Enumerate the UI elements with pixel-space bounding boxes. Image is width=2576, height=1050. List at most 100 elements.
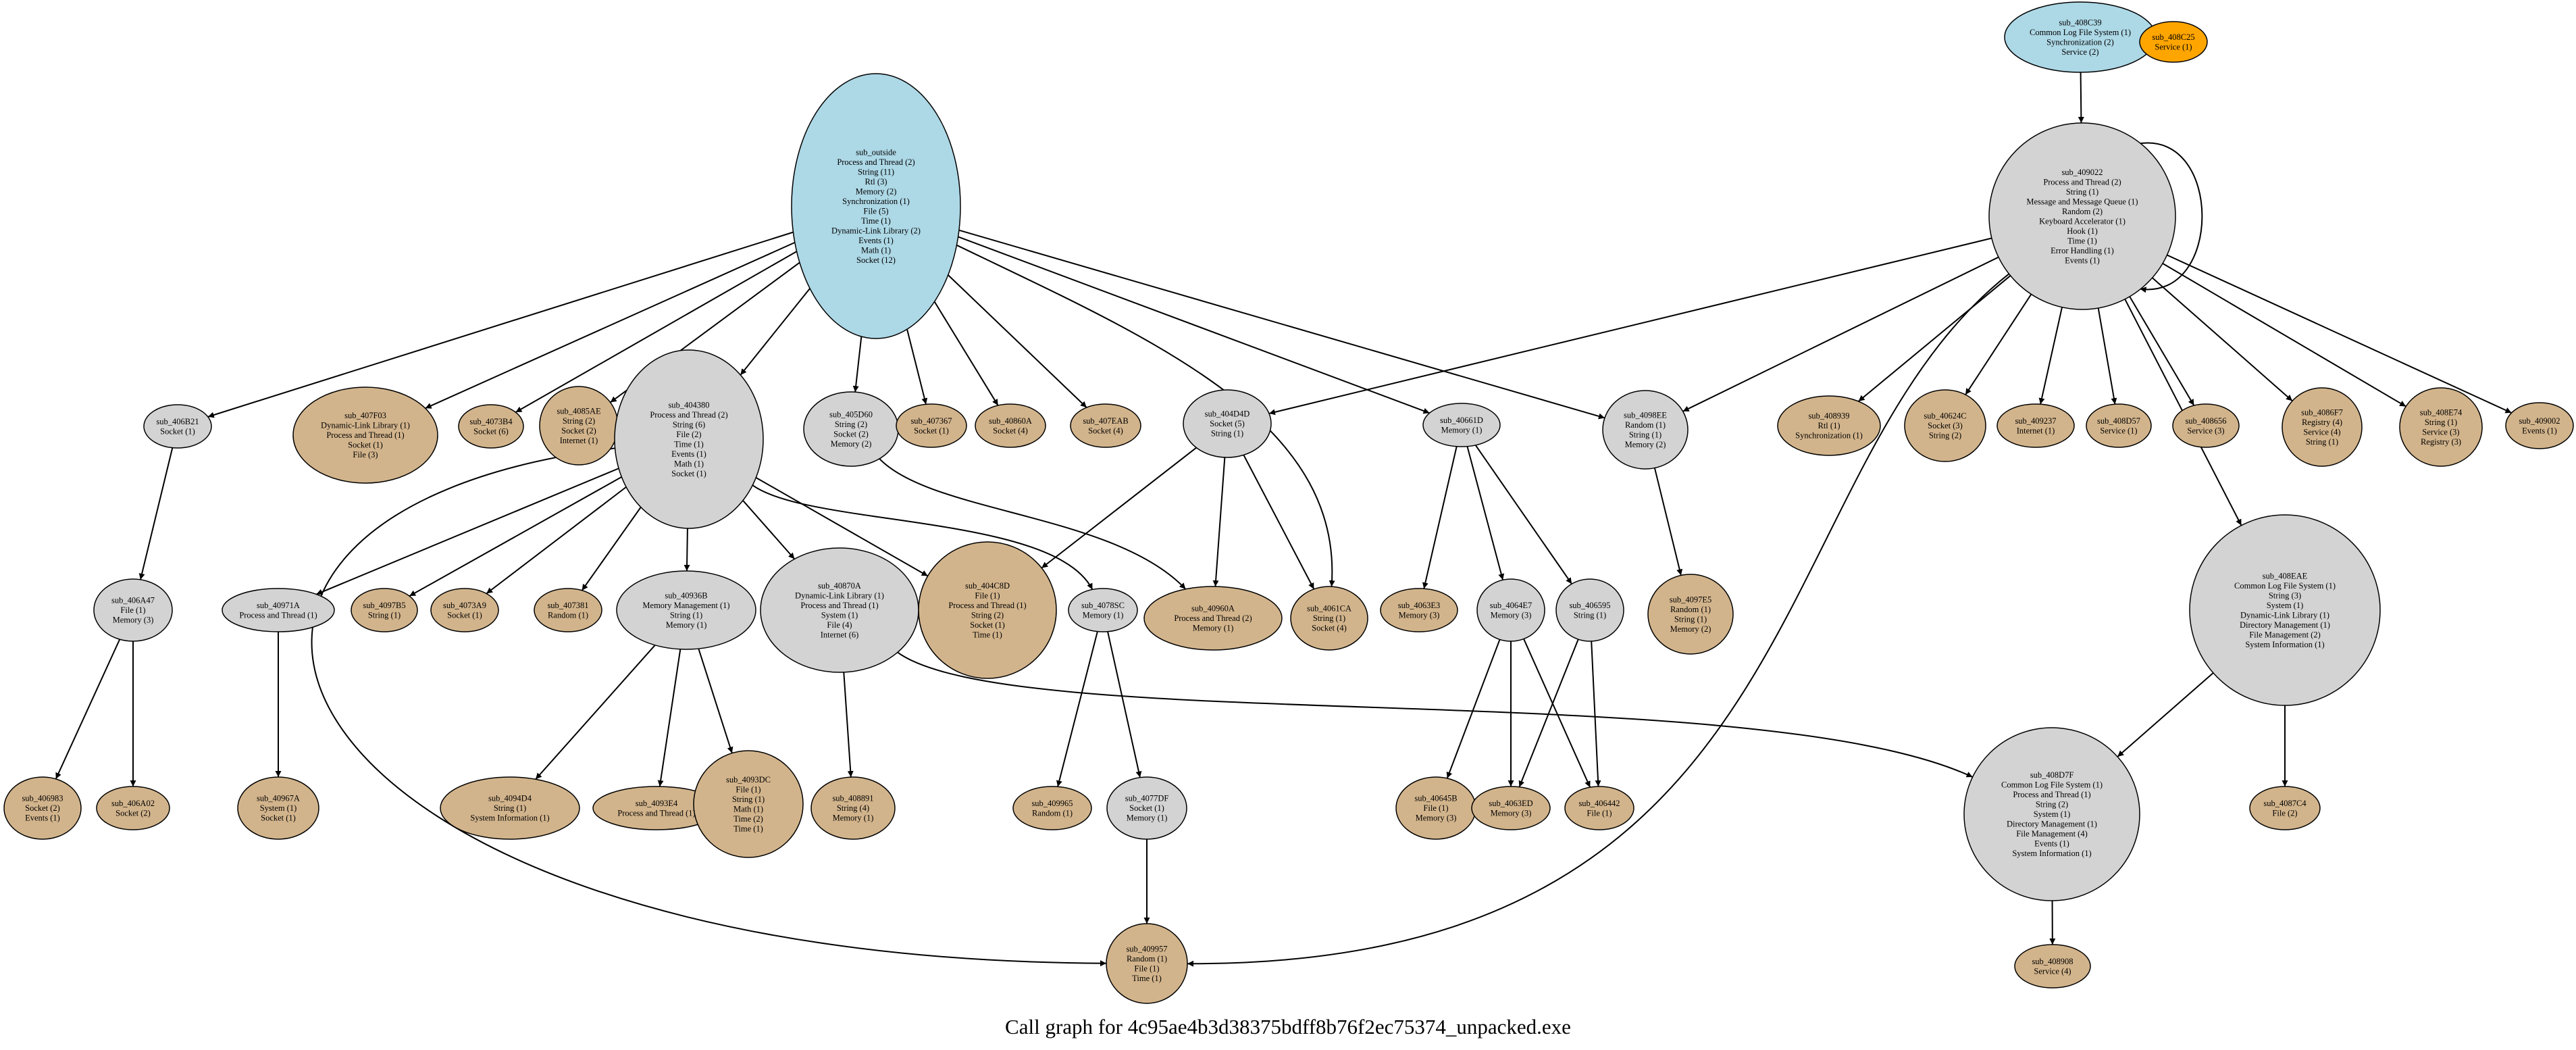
- node-api-count: String (2): [971, 610, 1004, 620]
- node-ellipse: [3, 776, 82, 840]
- node-ellipse: [1070, 403, 1141, 448]
- edge-sub_406A47-to-sub_406983: [55, 639, 121, 780]
- node-api-count: Time (1): [674, 439, 704, 449]
- node-api-count: File (1): [1423, 803, 1448, 813]
- node-ellipse: [292, 386, 438, 484]
- node-api-count: Directory Management (1): [2007, 820, 2097, 829]
- edge-sub_409022-to-sub_40624C: [1965, 293, 2032, 395]
- node-api-count: Socket (4): [1312, 624, 1347, 633]
- edge-sub_409022-to-sub_408939: [1857, 275, 2011, 402]
- node-ellipse: [440, 776, 580, 840]
- node-api-count: File (1): [736, 784, 761, 794]
- node-api-count: Events (1): [671, 449, 706, 459]
- edge-sub_40936B-to-sub_4093E4: [657, 649, 681, 787]
- node-api-count: Memory (2): [831, 439, 872, 449]
- node-api-count: String (2): [563, 416, 595, 426]
- edge-sub_406B21-to-sub_406A47: [138, 447, 174, 580]
- node-api-count: Hook (1): [2067, 226, 2097, 236]
- node-ellipse: [616, 570, 756, 650]
- node-api-count: Random (1): [1625, 420, 1666, 430]
- edge-sub_4078SC-to-sub_4077DF: [1107, 631, 1142, 778]
- edge-sub_404380-to-sub_40870A: [742, 500, 796, 560]
- node-ellipse: [430, 588, 499, 632]
- node-api-count: String (1): [368, 610, 401, 620]
- edge-sub_409022-to-sub_4098EE: [1682, 256, 1999, 412]
- edge-sub_404380-to-sub_4073A9: [486, 486, 627, 595]
- edge-sub_409022-to-sub_409237: [2038, 307, 2063, 405]
- node-api-count: Socket (2): [25, 803, 60, 813]
- node-title: sub_408656: [2185, 416, 2226, 426]
- node-api-count: Math (1): [674, 459, 704, 468]
- node-api-count: String (2): [2036, 800, 2068, 809]
- node-ellipse: [143, 404, 212, 449]
- edge-sub_404D4D-to-sub_404C8D: [1041, 447, 1197, 569]
- node-api-count: System (1): [260, 803, 297, 813]
- node-api-count: Random (1): [1670, 605, 1711, 614]
- node-ellipse: [2014, 944, 2091, 989]
- node-ellipse: [1422, 403, 1501, 447]
- node-api-count: Random (1): [1127, 954, 1167, 964]
- node-api-count: Time (1): [2067, 236, 2097, 245]
- node-api-count: System Information (1): [470, 814, 549, 823]
- node-title: sub_406B21: [156, 417, 199, 426]
- node-api-count: String (4): [837, 803, 869, 813]
- node-api-count: File Management (2): [2249, 630, 2321, 639]
